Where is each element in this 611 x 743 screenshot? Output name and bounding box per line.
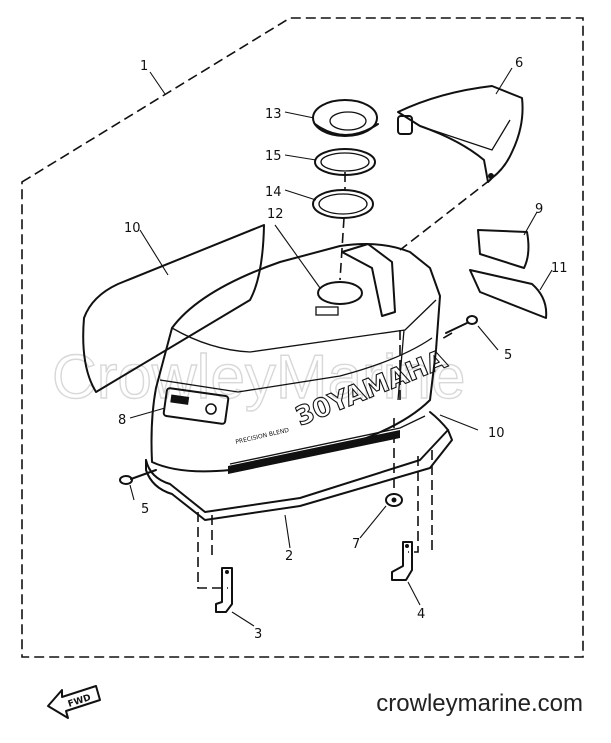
callout-5-right: 5 xyxy=(504,348,512,363)
part-rear-cover xyxy=(397,85,524,183)
part-emblem xyxy=(162,387,230,425)
leader-lines xyxy=(129,67,553,627)
part-bracket-4 xyxy=(391,541,413,581)
part-cap xyxy=(312,99,379,137)
callout-8: 8 xyxy=(118,413,126,428)
callout-7: 7 xyxy=(352,537,360,552)
part-bolt-left xyxy=(119,469,157,485)
footer-url: crowleymarine.com xyxy=(376,690,583,717)
cowling-tagline-text: PRECISION BLEND xyxy=(235,427,290,446)
callout-5-left: 5 xyxy=(141,502,149,517)
callout-3: 3 xyxy=(254,627,262,642)
part-bracket-3 xyxy=(215,567,233,613)
callout-1: 1 xyxy=(140,59,148,74)
part-bottom-seal xyxy=(145,411,453,521)
callout-2: 2 xyxy=(285,549,293,564)
callout-15: 15 xyxy=(265,149,282,164)
callout-13: 13 xyxy=(265,107,282,122)
assembly-boundary xyxy=(21,17,584,658)
part-side-decal-left xyxy=(82,224,265,393)
callout-6: 6 xyxy=(515,56,523,71)
callout-12: 12 xyxy=(267,207,284,222)
part-decal-11 xyxy=(469,269,548,319)
callout-10-lower: 10 xyxy=(488,426,505,441)
part-top-cowling xyxy=(150,243,441,474)
alignment-lines xyxy=(197,172,491,589)
part-ring-upper xyxy=(314,148,376,176)
callout-4: 4 xyxy=(417,607,425,622)
fwd-arrow-icon: FWD xyxy=(47,685,101,719)
callout-9: 9 xyxy=(535,202,543,217)
part-ring-lower xyxy=(312,189,374,219)
callout-14: 14 xyxy=(265,185,282,200)
callout-10-upper: 10 xyxy=(124,221,141,236)
part-decal-9 xyxy=(477,229,530,269)
part-bolt-right xyxy=(445,315,478,334)
callout-11: 11 xyxy=(551,261,568,276)
part-grommet xyxy=(385,493,403,507)
